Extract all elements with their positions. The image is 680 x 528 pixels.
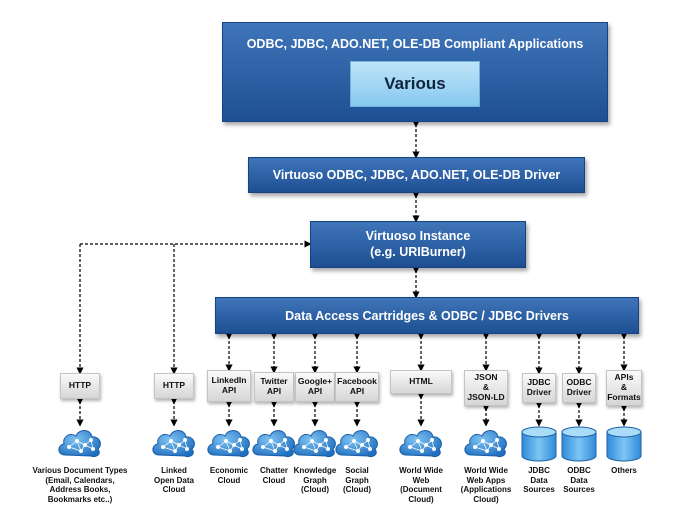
linkedin-api-caption: Economic Cloud [209,466,249,485]
data-access-cartridges-box: Data Access Cartridges & ODBC / JDBC Dri… [215,297,639,334]
http-lod-label: HTTP [162,380,186,391]
jdbc-driver-box: JDBC Driver [522,373,556,403]
html-box: HTML [390,370,452,394]
virtuoso-instance-example: (e.g. URIBurner) [370,244,466,259]
http-documents-caption: Various Document Types (Email, Calendars… [32,466,128,504]
various-box: Various [350,61,480,107]
virtuoso-instance-box: Virtuoso Instance (e.g. URIBurner) [310,221,526,268]
apis-formats-caption: Others [611,466,637,475]
jdbc-driver-caption: JDBC Data Sources [523,466,555,495]
json-jsonld-caption: World Wide Web Apps (Applications Cloud) [460,466,512,504]
odbc-driver-label: ODBC Driver [566,377,592,397]
twitter-api-caption: Chatter Cloud [259,466,288,485]
odbc-driver-box: ODBC Driver [562,373,596,403]
cloud-icon [290,425,340,466]
apis-formats-box: APIs & Formats [606,370,642,406]
http-lod-caption: Linked Open Data Cloud [153,466,194,495]
googleplus-api-caption: Knowledge Graph (Cloud) [293,466,337,495]
linkedin-api-box: LinkedIn API [207,370,251,402]
googleplus-api-box: Google+ API [295,372,335,402]
jdbc-driver-label: JDBC Driver [526,377,552,397]
cloud-icon [55,425,105,466]
linkedin-api-label: LinkedIn API [211,375,247,395]
facebook-api-box: Facebook API [335,372,379,402]
html-caption: World Wide Web (Document Cloud) [399,466,443,504]
database-icon [519,425,559,468]
virtuoso-driver-label: Virtuoso ODBC, JDBC, ADO.NET, OLE-DB Dri… [272,168,561,182]
twitter-api-box: Twitter API [254,372,294,402]
database-icon [604,425,644,468]
facebook-api-label: Facebook API [337,376,377,396]
cloud-icon [396,425,446,466]
twitter-api-label: Twitter API [260,376,288,396]
http-documents-label: HTTP [68,380,92,391]
cloud-icon [249,425,299,466]
apis-formats-label: APIs & Formats [607,372,641,402]
facebook-api-caption: Social Graph (Cloud) [343,466,371,495]
cloud-icon [461,425,511,466]
googleplus-api-label: Google+ API [297,376,333,396]
json-jsonld-label: JSON & JSON-LD [467,372,505,402]
cloud-icon [204,425,254,466]
applications-title: ODBC, JDBC, ADO.NET, OLE-DB Compliant Ap… [246,37,584,51]
cloud-icon [332,425,382,466]
http-lod-box: HTTP [154,373,194,399]
database-icon [559,425,599,468]
virtuoso-instance-label: Virtuoso Instance [365,228,471,243]
various-label: Various [384,74,446,93]
odbc-driver-caption: ODBC Data Sources [563,466,595,495]
cloud-icon [149,425,199,466]
virtuoso-driver-box: Virtuoso ODBC, JDBC, ADO.NET, OLE-DB Dri… [248,157,585,193]
json-jsonld-box: JSON & JSON-LD [464,370,508,406]
html-label: HTML [409,376,433,387]
http-documents-box: HTTP [60,373,100,399]
data-access-cartridges-label: Data Access Cartridges & ODBC / JDBC Dri… [285,308,569,323]
